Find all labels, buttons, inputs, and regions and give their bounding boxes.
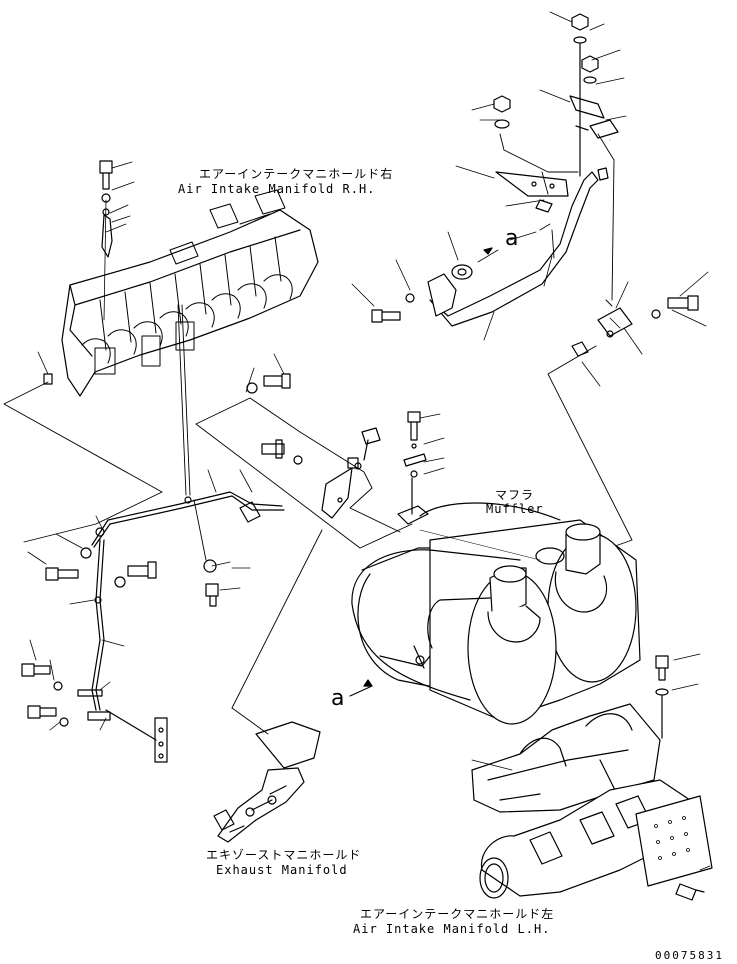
muffler bbox=[351, 502, 641, 725]
union-bolt bbox=[261, 439, 303, 465]
drain-tube-assembly bbox=[77, 304, 285, 763]
intake-manifold-lh-jp-label: エアーインテークマニホールド左 bbox=[360, 907, 555, 921]
drain-bolt-1 bbox=[45, 547, 92, 581]
bracket-center bbox=[321, 427, 381, 519]
muffler-jp-label: マフラ bbox=[495, 488, 535, 502]
exhaust-manifold bbox=[213, 721, 321, 843]
drain-bolt-5 bbox=[205, 583, 219, 607]
plate-upper bbox=[495, 171, 569, 213]
bolt-rh-top bbox=[99, 160, 113, 321]
bolt-rh-left bbox=[37, 351, 53, 385]
muffler-en-label: Muffler bbox=[486, 502, 544, 516]
callout-a-top: a bbox=[505, 226, 520, 251]
drain-bolt-2 bbox=[114, 561, 157, 588]
exhaust-manifold-jp-label: エキゾーストマニホールド bbox=[206, 848, 362, 862]
bolt-lh-top bbox=[655, 655, 669, 739]
clamp-right bbox=[571, 295, 699, 357]
bolt-rh-right bbox=[245, 353, 291, 394]
bolt-upper-left bbox=[371, 247, 499, 323]
drawing-number: 00075831 bbox=[655, 949, 724, 962]
intake-manifold-rh bbox=[61, 189, 319, 397]
callout-a-muffler: a bbox=[331, 686, 346, 711]
intake-manifold-rh-jp-label: エアーインテークマニホールド右 bbox=[199, 167, 394, 181]
drain-bolt-3 bbox=[21, 663, 63, 691]
intake-manifold-rh-en-label: Air Intake Manifold R.H. bbox=[178, 182, 376, 196]
tube-upper-right bbox=[427, 167, 609, 327]
stud-right bbox=[569, 13, 619, 177]
intake-manifold-lh-en-label: Air Intake Manifold L.H. bbox=[353, 922, 551, 936]
intake-manifold-lh bbox=[471, 703, 713, 901]
drain-bolt-4 bbox=[27, 705, 69, 727]
clamp-center bbox=[397, 411, 429, 525]
exhaust-manifold-en-label: Exhaust Manifold bbox=[216, 863, 348, 877]
